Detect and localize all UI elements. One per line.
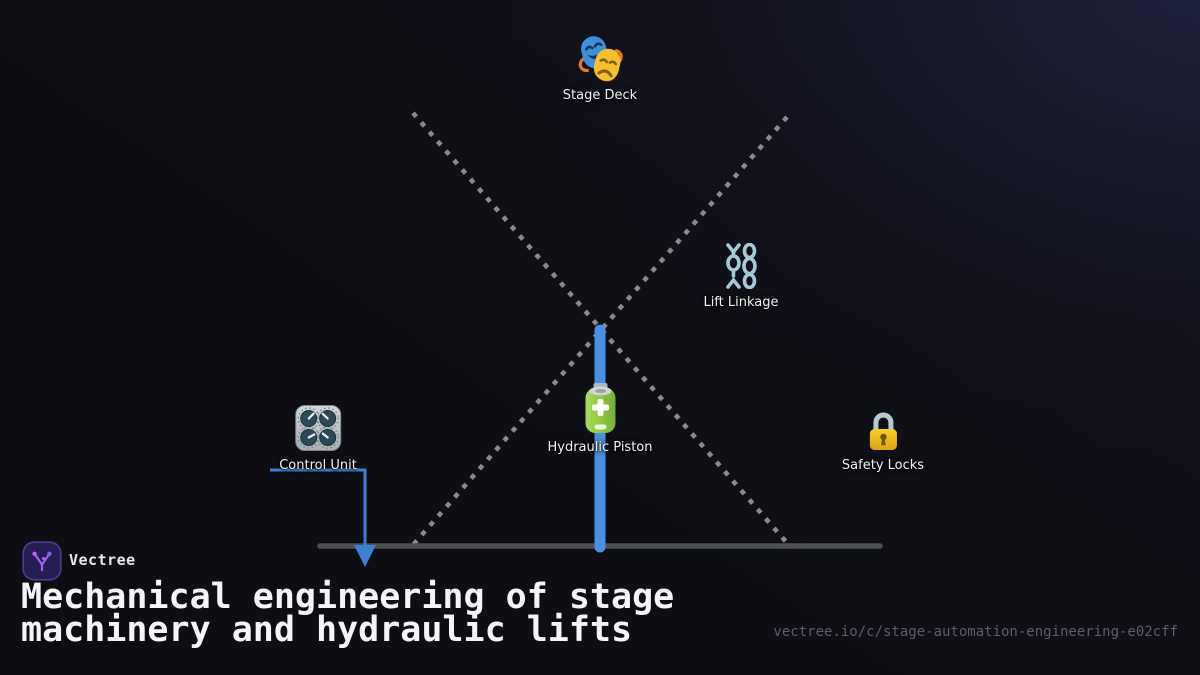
- vectree-branch-icon: [22, 541, 62, 581]
- node-label-control-unit: Control Unit: [279, 458, 357, 473]
- chain-links-icon: [725, 243, 757, 289]
- padlock-icon: [869, 412, 897, 450]
- node-label-lift-linkage: Lift Linkage: [703, 295, 779, 310]
- footer-url: vectree.io/c/stage-automation-engineerin…: [773, 624, 1178, 640]
- theater-masks-icon: [578, 36, 623, 82]
- node-safety-locks: Safety Locks: [842, 408, 924, 473]
- battery-icon: [584, 383, 615, 433]
- control-knobs-icon: [295, 405, 341, 451]
- node-hydraulic-piston: Hydraulic Piston: [547, 382, 653, 455]
- control-connector-arrowhead: [354, 545, 376, 567]
- node-label-stage-deck: Stage Deck: [562, 88, 638, 103]
- node-label-safety-locks: Safety Locks: [841, 458, 925, 473]
- brand-name: Vectree: [69, 551, 136, 569]
- node-control-unit: Control Unit: [279, 404, 357, 473]
- node-label-hydraulic-piston: Hydraulic Piston: [547, 440, 653, 455]
- control-connector-line: [270, 468, 367, 545]
- page-title: Mechanical engineering of stage machiner…: [21, 577, 675, 650]
- node-stage-deck: Stage Deck: [563, 34, 637, 103]
- node-lift-linkage: Lift Linkage: [703, 243, 779, 310]
